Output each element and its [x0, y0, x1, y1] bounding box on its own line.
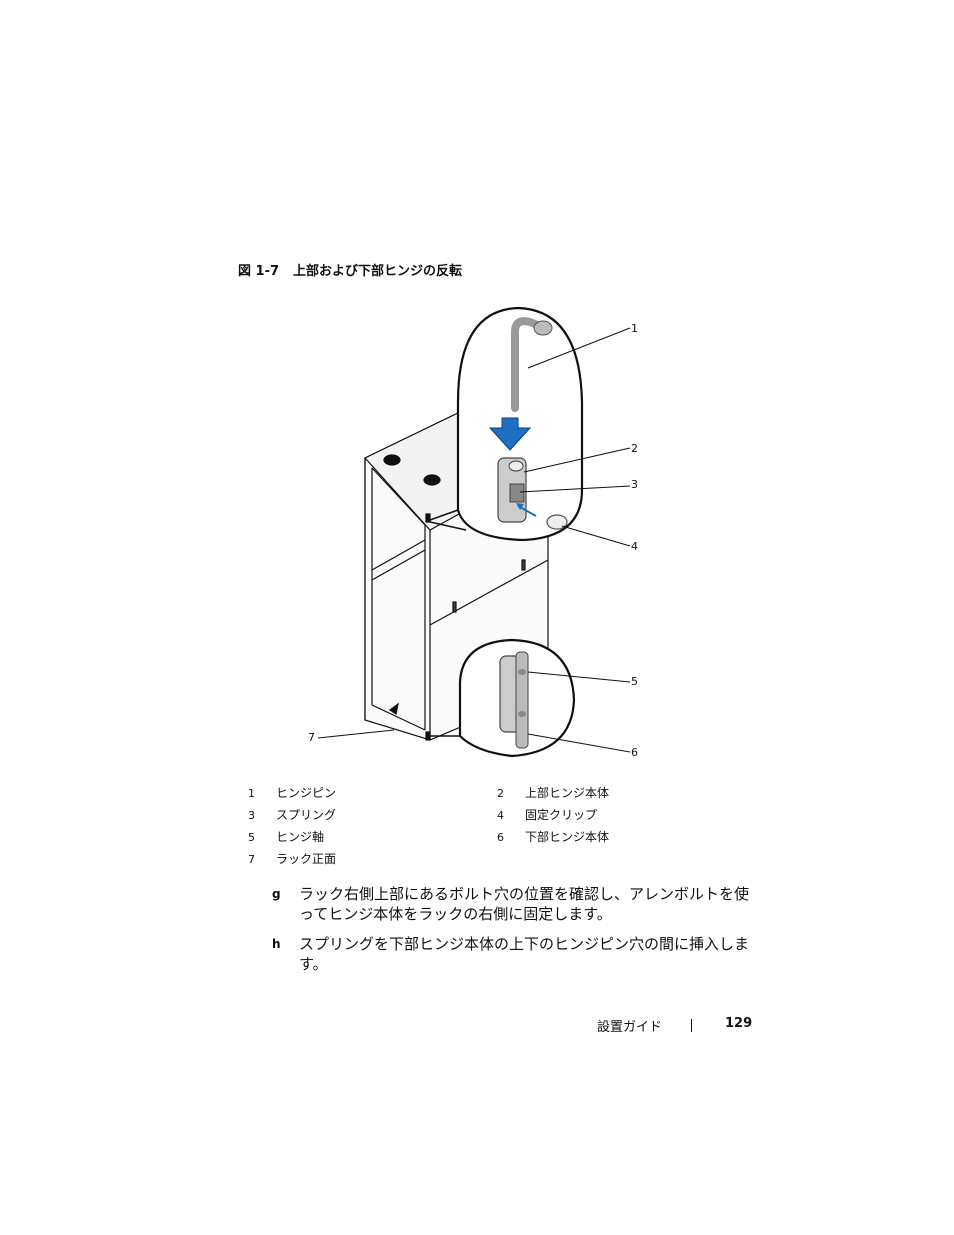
figure-title: 上部および下部ヒンジの反転: [293, 264, 463, 279]
step-h: h スプリングを下部ヒンジ本体の上下のヒンジピン穴の間に挿入します。: [272, 934, 752, 974]
step-text: スプリングを下部ヒンジ本体の上下のヒンジピン穴の間に挿入します。: [299, 935, 750, 973]
step-letter: h: [272, 937, 281, 951]
callout-1: 1: [631, 322, 638, 335]
hinge-illustration: 1 2 3 4 5 6 7: [290, 300, 670, 770]
footer-separator: [691, 1019, 692, 1032]
footer-section-title: 設置ガイド: [596, 1020, 662, 1035]
top-hinge-detail: [429, 306, 584, 542]
page-number: 129: [725, 1016, 753, 1031]
callout-4: 4: [631, 540, 638, 553]
callout-7: 7: [308, 731, 315, 744]
figure-number: 図 1-7: [238, 264, 280, 279]
procedure-steps: g ラック右側上部にあるボルト穴の位置を確認し、アレンボルトを使ってヒンジ本体を…: [272, 884, 752, 984]
page-footer: 設置ガイド 129: [0, 1016, 954, 1036]
callout-6: 6: [631, 746, 638, 759]
step-g: g ラック右側上部にあるボルト穴の位置を確認し、アレンボルトを使ってヒンジ本体を…: [272, 884, 752, 924]
callout-leaders: [317, 327, 631, 753]
step-letter: g: [272, 887, 281, 901]
callout-5: 5: [631, 675, 638, 688]
step-text: ラック右側上部にあるボルト穴の位置を確認し、アレンボルトを使ってヒンジ本体をラッ…: [299, 885, 750, 923]
bottom-hinge-detail: [430, 638, 576, 758]
callout-3: 3: [631, 478, 638, 491]
callout-2: 2: [631, 442, 638, 455]
figure-caption: 図 1-7 上部および下部ヒンジの反転: [238, 260, 462, 279]
